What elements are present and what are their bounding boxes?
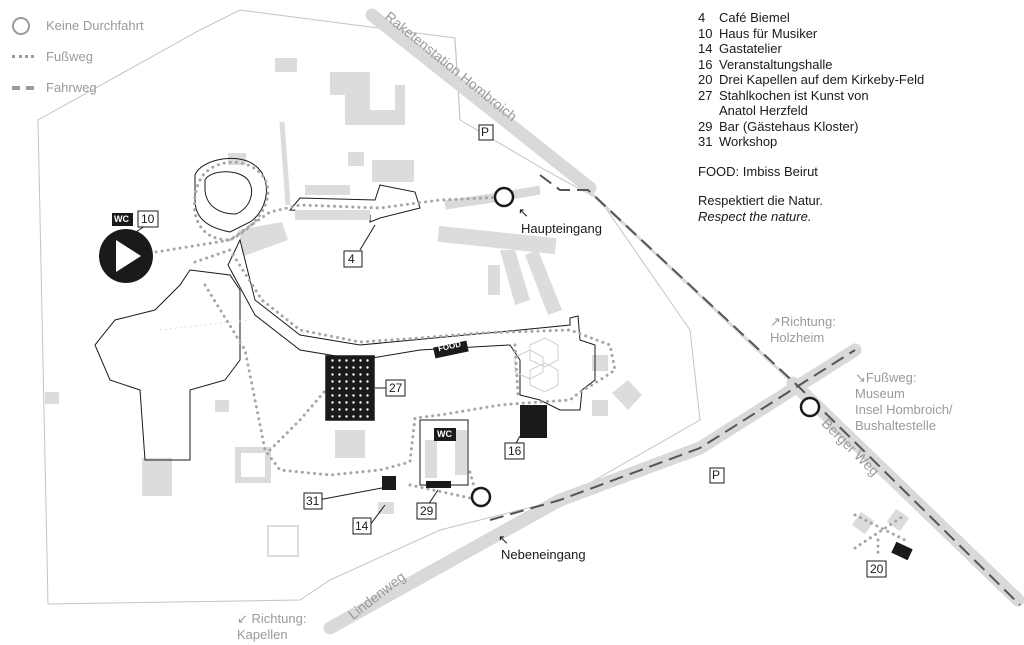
side-entrance-marker[interactable] [470, 486, 492, 508]
index-num: 20 [698, 72, 713, 87]
wc-badge-10: WC [114, 214, 129, 224]
parking-label-south: P [712, 468, 721, 482]
index-label: Haus für Musiker [719, 25, 818, 41]
dotted-line-icon [12, 55, 34, 58]
driveway-dashed-1 [539, 174, 1021, 606]
index-item[interactable]: 29 Bar (Gästehaus Kloster) [698, 119, 924, 135]
hexagon-cluster [514, 337, 559, 393]
direction-museum-line: Museum [855, 386, 905, 401]
index-label: Café Biemel [719, 10, 790, 25]
index-num: 27 [698, 87, 713, 103]
building-20 [891, 541, 913, 561]
index-label: Veranstaltungshalle [719, 56, 833, 72]
road-lindenweg [323, 343, 862, 635]
main-entrance-arrow: ↖ [518, 205, 529, 220]
building-27-field [325, 355, 375, 421]
index-item[interactable]: 27 Stahlkochen ist Kunst von [698, 88, 924, 104]
dashed-line-icon [12, 85, 34, 90]
side-entrance-label[interactable]: Nebeneingang [501, 547, 586, 562]
direction-museum-line: Bushaltestelle [855, 418, 936, 433]
driveway-dashed-2 [489, 349, 856, 521]
cafe-building [295, 210, 370, 220]
index-label: Drei Kapellen auf dem Kirkeby-Feld [719, 72, 925, 87]
grey-strip [279, 121, 291, 206]
black-tags [112, 213, 469, 441]
footpaths [148, 160, 907, 557]
index-num: 4 [698, 10, 706, 25]
marker-16[interactable]: 16 [508, 444, 522, 458]
play-triangle [116, 240, 141, 272]
legend-no-passage-label: Keine Durchfahrt [46, 18, 144, 33]
number-boxes [137, 124, 887, 578]
nature-note-en: Respect the nature. [698, 208, 812, 224]
legend-footpath-label: Fußweg [46, 49, 93, 64]
index-item[interactable]: 31 Workshop [698, 134, 924, 150]
legend-footpath: Fußweg [12, 41, 144, 72]
road-raketenstation [365, 8, 597, 195]
legend-driveway-label: Fahrweg [46, 80, 97, 95]
map-legend: Keine Durchfahrt Fußweg Fahrweg [12, 10, 144, 103]
legend-driveway: Fahrweg [12, 72, 144, 103]
index-item[interactable]: 14 Gastatelier [698, 41, 924, 57]
index-item[interactable]: 4 Café Biemel [698, 10, 924, 26]
index-label: Stahlkochen ist Kunst von [719, 87, 869, 103]
main-entrance-marker[interactable] [493, 186, 515, 208]
direction-holzheim-line: ↗Richtung: [770, 314, 836, 329]
direction-museum-line: ↘Fußweg: [855, 370, 917, 385]
no-passage-marker [799, 396, 821, 418]
parking-label-north: P [481, 125, 490, 139]
park-boundary [37, 9, 701, 605]
nature-note-de: Respektiert die Natur. [698, 193, 824, 208]
direction-kapellen: ↙ Richtung: Kapellen [237, 611, 306, 643]
location-index: 4 Café Biemel 10 Haus für Musiker 14 Gastat… [698, 10, 924, 224]
index-num: 16 [698, 56, 713, 72]
direction-museum: ↘Fußweg: Museum Insel Hombroich/ Bushalt… [855, 370, 953, 434]
index-num: 31 [698, 134, 713, 149]
index-label: Workshop [719, 134, 778, 149]
direction-kapellen-line: Kapellen [237, 627, 288, 642]
index-num: 10 [698, 25, 713, 41]
marker-14[interactable]: 14 [355, 519, 369, 533]
wc-badge: WC [437, 429, 452, 439]
ring-icon [12, 16, 30, 35]
index-item[interactable]: 10 Haus für Musiker [698, 26, 924, 42]
index-label-continued: Anatol Herzfeld [719, 103, 808, 118]
legend-no-passage: Keine Durchfahrt [12, 10, 144, 41]
marker-20[interactable]: 20 [870, 562, 884, 576]
buildings [45, 58, 910, 557]
direction-kapellen-line: ↙ Richtung: [237, 611, 307, 626]
marker-27[interactable]: 27 [389, 381, 403, 395]
index-label: Gastatelier [719, 41, 782, 56]
index-num: 14 [698, 41, 713, 56]
side-entrance-arrow: ↖ [498, 532, 509, 547]
direction-holzheim-line: Holzheim [770, 330, 825, 345]
fine-path [159, 319, 251, 331]
marker-31[interactable]: 31 [306, 494, 320, 508]
building-outline-loop [194, 157, 267, 233]
direction-museum-line: Insel Hombroich/ [855, 402, 953, 417]
direction-holzheim: ↗Richtung: Holzheim [770, 314, 836, 346]
index-item[interactable]: 16 Veranstaltungshalle [698, 57, 924, 73]
building-outline-west [94, 269, 241, 461]
building-29 [426, 481, 451, 488]
building-31 [382, 476, 396, 490]
index-num: 29 [698, 118, 713, 134]
food-note: FOOD: Imbiss Beirut [698, 163, 818, 179]
index-item[interactable]: 20 Drei Kapellen auf dem Kirkeby-Feld [698, 72, 924, 88]
marker-29[interactable]: 29 [420, 504, 434, 518]
marker-10[interactable]: 10 [141, 212, 155, 226]
index-label: Bar (Gästehaus Kloster) [719, 118, 859, 134]
main-entrance-label[interactable]: Haupteingang [521, 221, 602, 236]
building-16 [520, 405, 547, 438]
marker-4[interactable]: 4 [348, 252, 355, 266]
